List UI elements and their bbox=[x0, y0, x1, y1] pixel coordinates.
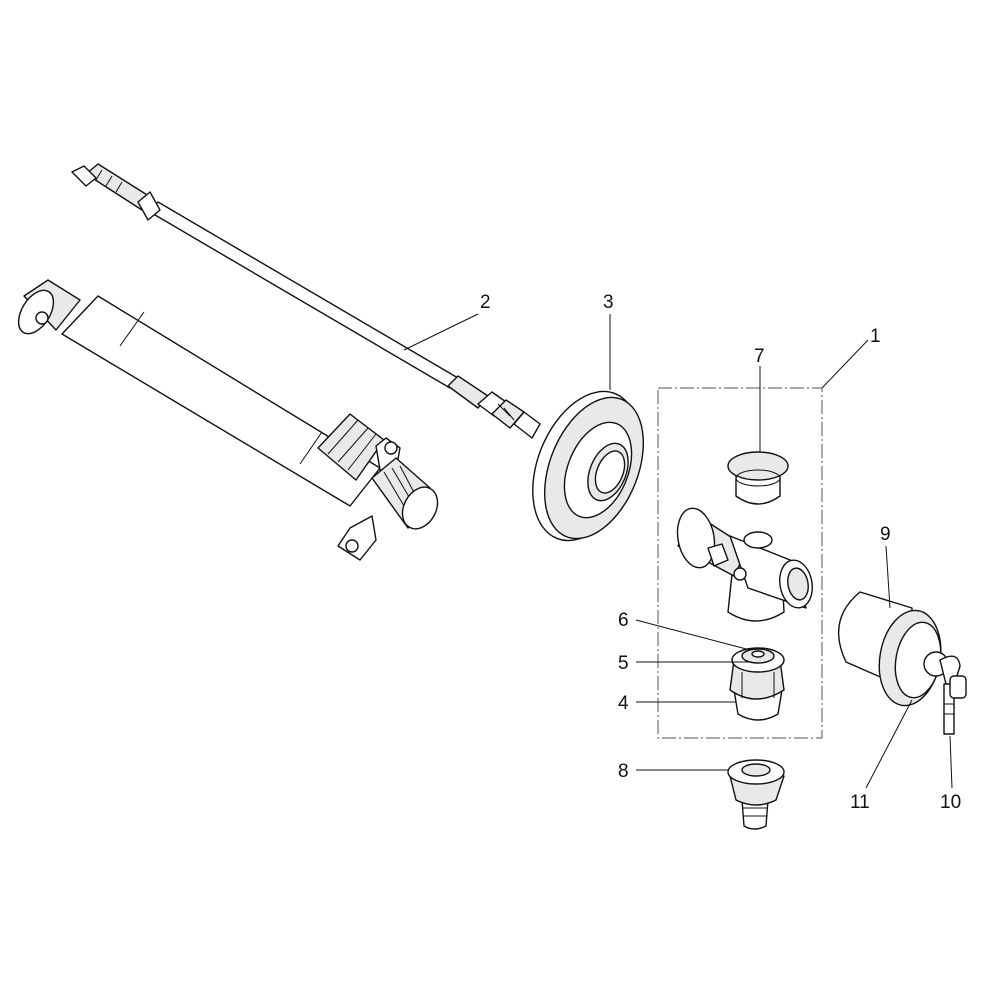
leader-lines bbox=[403, 313, 953, 789]
pipe-body-assembly bbox=[17, 279, 439, 561]
part-7-cap bbox=[727, 451, 789, 505]
part-9-lock-cover bbox=[837, 591, 967, 735]
kit-box-part-1 bbox=[657, 387, 823, 739]
callout-2: 2 bbox=[480, 292, 491, 313]
leader-1 bbox=[821, 339, 869, 389]
leader-11 bbox=[865, 699, 913, 789]
callout-6: 6 bbox=[618, 610, 629, 631]
callout-4: 4 bbox=[618, 693, 629, 714]
callout-1: 1 bbox=[870, 326, 881, 347]
leader-10 bbox=[949, 735, 953, 789]
part-2-extension-rod bbox=[71, 163, 541, 439]
parts-4-5-6-cartridge bbox=[729, 647, 785, 721]
callout-8: 8 bbox=[618, 761, 629, 782]
callout-3: 3 bbox=[603, 292, 614, 313]
leader-6 bbox=[635, 619, 751, 651]
callout-5: 5 bbox=[618, 653, 629, 674]
callout-9: 9 bbox=[880, 524, 891, 545]
part-3-wall-escutcheon bbox=[532, 390, 645, 542]
callout-11: 11 bbox=[850, 792, 870, 813]
valve-body bbox=[676, 507, 813, 622]
callout-7: 7 bbox=[754, 346, 765, 367]
callout-labels: 1 2 3 4 5 6 7 8 9 10 11 bbox=[480, 292, 961, 813]
leader-9 bbox=[885, 545, 891, 609]
callout-10: 10 bbox=[940, 792, 961, 813]
part-8-hose-adapter bbox=[727, 759, 785, 830]
leader-2 bbox=[403, 313, 479, 351]
